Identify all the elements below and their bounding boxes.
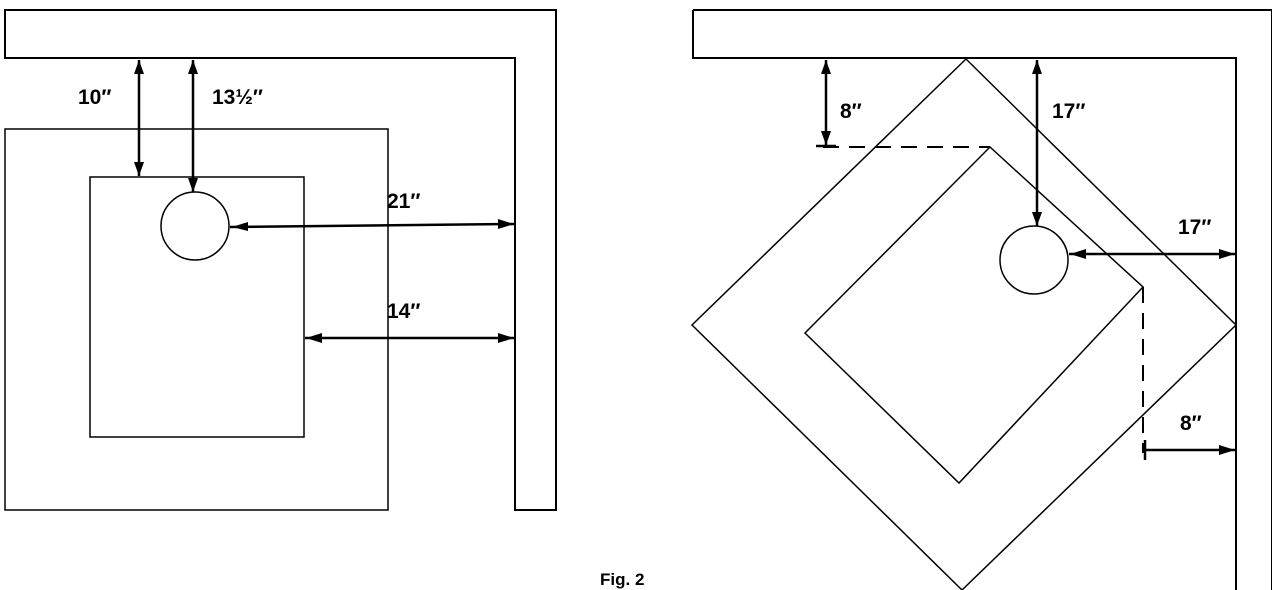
right-diagram: 8″ 17″ 17″ 8″ bbox=[690, 9, 1272, 590]
label-rear-to-flue: 13½″ bbox=[212, 86, 263, 109]
label-rear-to-stove: 10″ bbox=[78, 86, 111, 109]
right-wall bbox=[692, 9, 1272, 590]
label-rear-to-flue-right: 17″ bbox=[1052, 100, 1085, 123]
label-rear-to-corner-stove: 8″ bbox=[840, 100, 862, 123]
left-stove bbox=[89, 176, 305, 438]
left-floor-pad bbox=[4, 128, 389, 511]
dim-rear-to-flue-right bbox=[1032, 60, 1042, 226]
dim-rear-to-stove bbox=[134, 60, 144, 176]
left-flue-circle bbox=[160, 191, 230, 261]
dim-side-to-corner-stove bbox=[1143, 440, 1235, 460]
dim-side-to-stove bbox=[305, 333, 514, 343]
label-side-to-flue-right: 17″ bbox=[1178, 216, 1211, 239]
dim-rear-to-flue bbox=[188, 60, 198, 192]
right-flue-circle bbox=[999, 225, 1069, 295]
figure-caption: Fig. 2 bbox=[600, 570, 644, 589]
dim-side-to-flue bbox=[229, 219, 515, 231]
dim-rear-to-corner-stove bbox=[816, 60, 836, 148]
label-side-to-flue: 21″ bbox=[387, 190, 420, 213]
dim-side-to-flue-right bbox=[1069, 249, 1235, 259]
label-side-to-corner-stove: 8″ bbox=[1180, 412, 1202, 435]
right-floor-pad bbox=[690, 57, 1238, 590]
label-side-to-stove: 14″ bbox=[387, 300, 420, 323]
left-wall bbox=[4, 9, 557, 511]
left-diagram: 10″ 13½″ 21″ 14″ bbox=[4, 9, 557, 511]
right-stove bbox=[803, 145, 1145, 485]
